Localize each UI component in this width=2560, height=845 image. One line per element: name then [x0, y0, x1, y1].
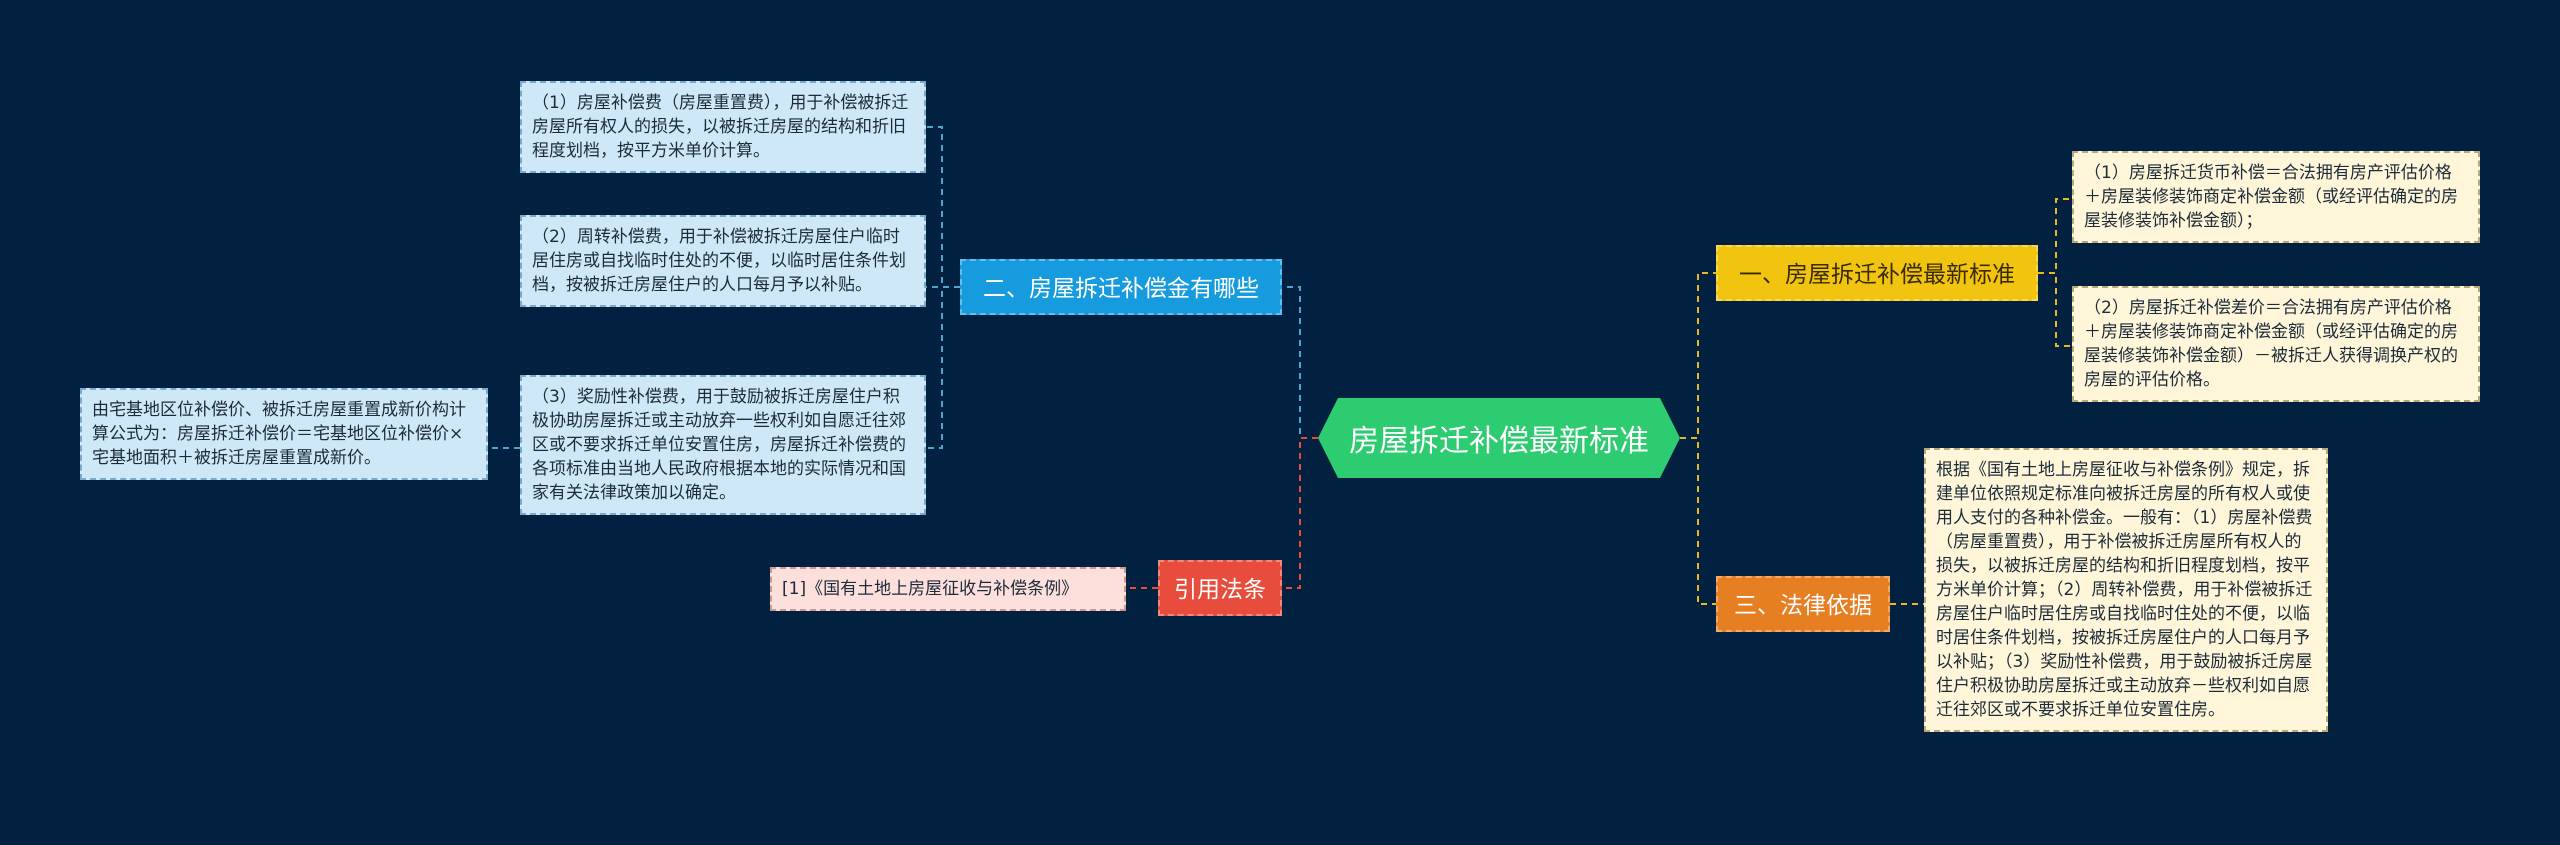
branch-latest-standard-label: 一、房屋拆迁补偿最新标准	[1739, 262, 2015, 288]
connector-section1-leaf2	[2038, 272, 2072, 347]
leaf-incentive-compensation-text: （3）奖励性补偿费，用于鼓励被拆迁房屋住户积极协助房屋拆迁或主动放弃一些权利如自…	[532, 387, 906, 503]
branch-legal-basis-label: 三、法律依据	[1734, 593, 1872, 619]
leaf-turnover-compensation[interactable]: （2）周转补偿费，用于补偿被拆迁房屋住户临时居住房或自找临时住处的不便，以临时居…	[520, 215, 926, 307]
leaf-homestead-formula-text: 由宅基地区位补偿价、被拆迁房屋重置成新价构计算公式为：房屋拆迁补偿价＝宅基地区位…	[92, 400, 466, 468]
connector-center-citation	[1282, 437, 1318, 589]
branch-cited-law[interactable]: 引用法条	[1158, 560, 1282, 616]
leaf-price-difference-text: （2）房屋拆迁补偿差价＝合法拥有房产评估价格＋房屋装修装饰商定补偿金额（或经评估…	[2084, 298, 2458, 390]
central-topic[interactable]: 房屋拆迁补偿最新标准	[1318, 398, 1680, 478]
connector-center-section2	[1282, 286, 1318, 439]
leaf-incentive-compensation[interactable]: （3）奖励性补偿费，用于鼓励被拆迁房屋住户积极协助房屋拆迁或主动放弃一些权利如自…	[520, 375, 926, 515]
connector-center-section3	[1680, 437, 1716, 605]
connector-center-section1	[1680, 272, 1716, 439]
leaf-citation-regulation[interactable]: [1]《国有土地上房屋征收与补偿条例》	[770, 567, 1126, 611]
branch-compensation-types[interactable]: 二、房屋拆迁补偿金有哪些	[960, 259, 1282, 315]
leaf-legal-basis-content: 根据《国有土地上房屋征收与补偿条例》规定，拆建单位依照规定标准向被拆迁房屋的所有…	[1936, 460, 2313, 720]
central-topic-shape	[1318, 398, 1680, 478]
leaf-monetary-compensation-text: （1）房屋拆迁货币补偿＝合法拥有房产评估价格＋房屋装修装饰商定补偿金额（或经评估…	[2084, 163, 2458, 231]
connector-section2-leaf3	[926, 286, 960, 449]
leaf-legal-basis-text[interactable]: 根据《国有土地上房屋征收与补偿条例》规定，拆建单位依照规定标准向被拆迁房屋的所有…	[1924, 448, 2328, 732]
leaf-turnover-compensation-text: （2）周转补偿费，用于补偿被拆迁房屋住户临时居住房或自找临时住处的不便，以临时居…	[532, 227, 906, 295]
leaf-citation-regulation-text: [1]《国有土地上房屋征收与补偿条例》	[782, 579, 1079, 599]
branch-latest-standard[interactable]: 一、房屋拆迁补偿最新标准	[1716, 245, 2038, 301]
leaf-house-compensation[interactable]: （1）房屋补偿费（房屋重置费），用于补偿被拆迁房屋所有权人的损失，以被拆迁房屋的…	[520, 81, 926, 173]
branch-cited-law-label: 引用法条	[1174, 577, 1266, 603]
leaf-price-difference[interactable]: （2）房屋拆迁补偿差价＝合法拥有房产评估价格＋房屋装修装饰商定补偿金额（或经评估…	[2072, 286, 2480, 402]
branch-legal-basis[interactable]: 三、法律依据	[1716, 576, 1890, 632]
connector-section1-leaf1	[2038, 198, 2072, 274]
leaf-monetary-compensation[interactable]: （1）房屋拆迁货币补偿＝合法拥有房产评估价格＋房屋装修装饰商定补偿金额（或经评估…	[2072, 151, 2480, 243]
branch-compensation-types-label: 二、房屋拆迁补偿金有哪些	[983, 276, 1259, 302]
central-topic-label: 房屋拆迁补偿最新标准	[1349, 424, 1649, 459]
leaf-homestead-formula[interactable]: 由宅基地区位补偿价、被拆迁房屋重置成新价构计算公式为：房屋拆迁补偿价＝宅基地区位…	[80, 388, 488, 480]
leaf-house-compensation-text: （1）房屋补偿费（房屋重置费），用于补偿被拆迁房屋所有权人的损失，以被拆迁房屋的…	[532, 93, 909, 161]
connector-section2-leaf1	[926, 126, 960, 288]
